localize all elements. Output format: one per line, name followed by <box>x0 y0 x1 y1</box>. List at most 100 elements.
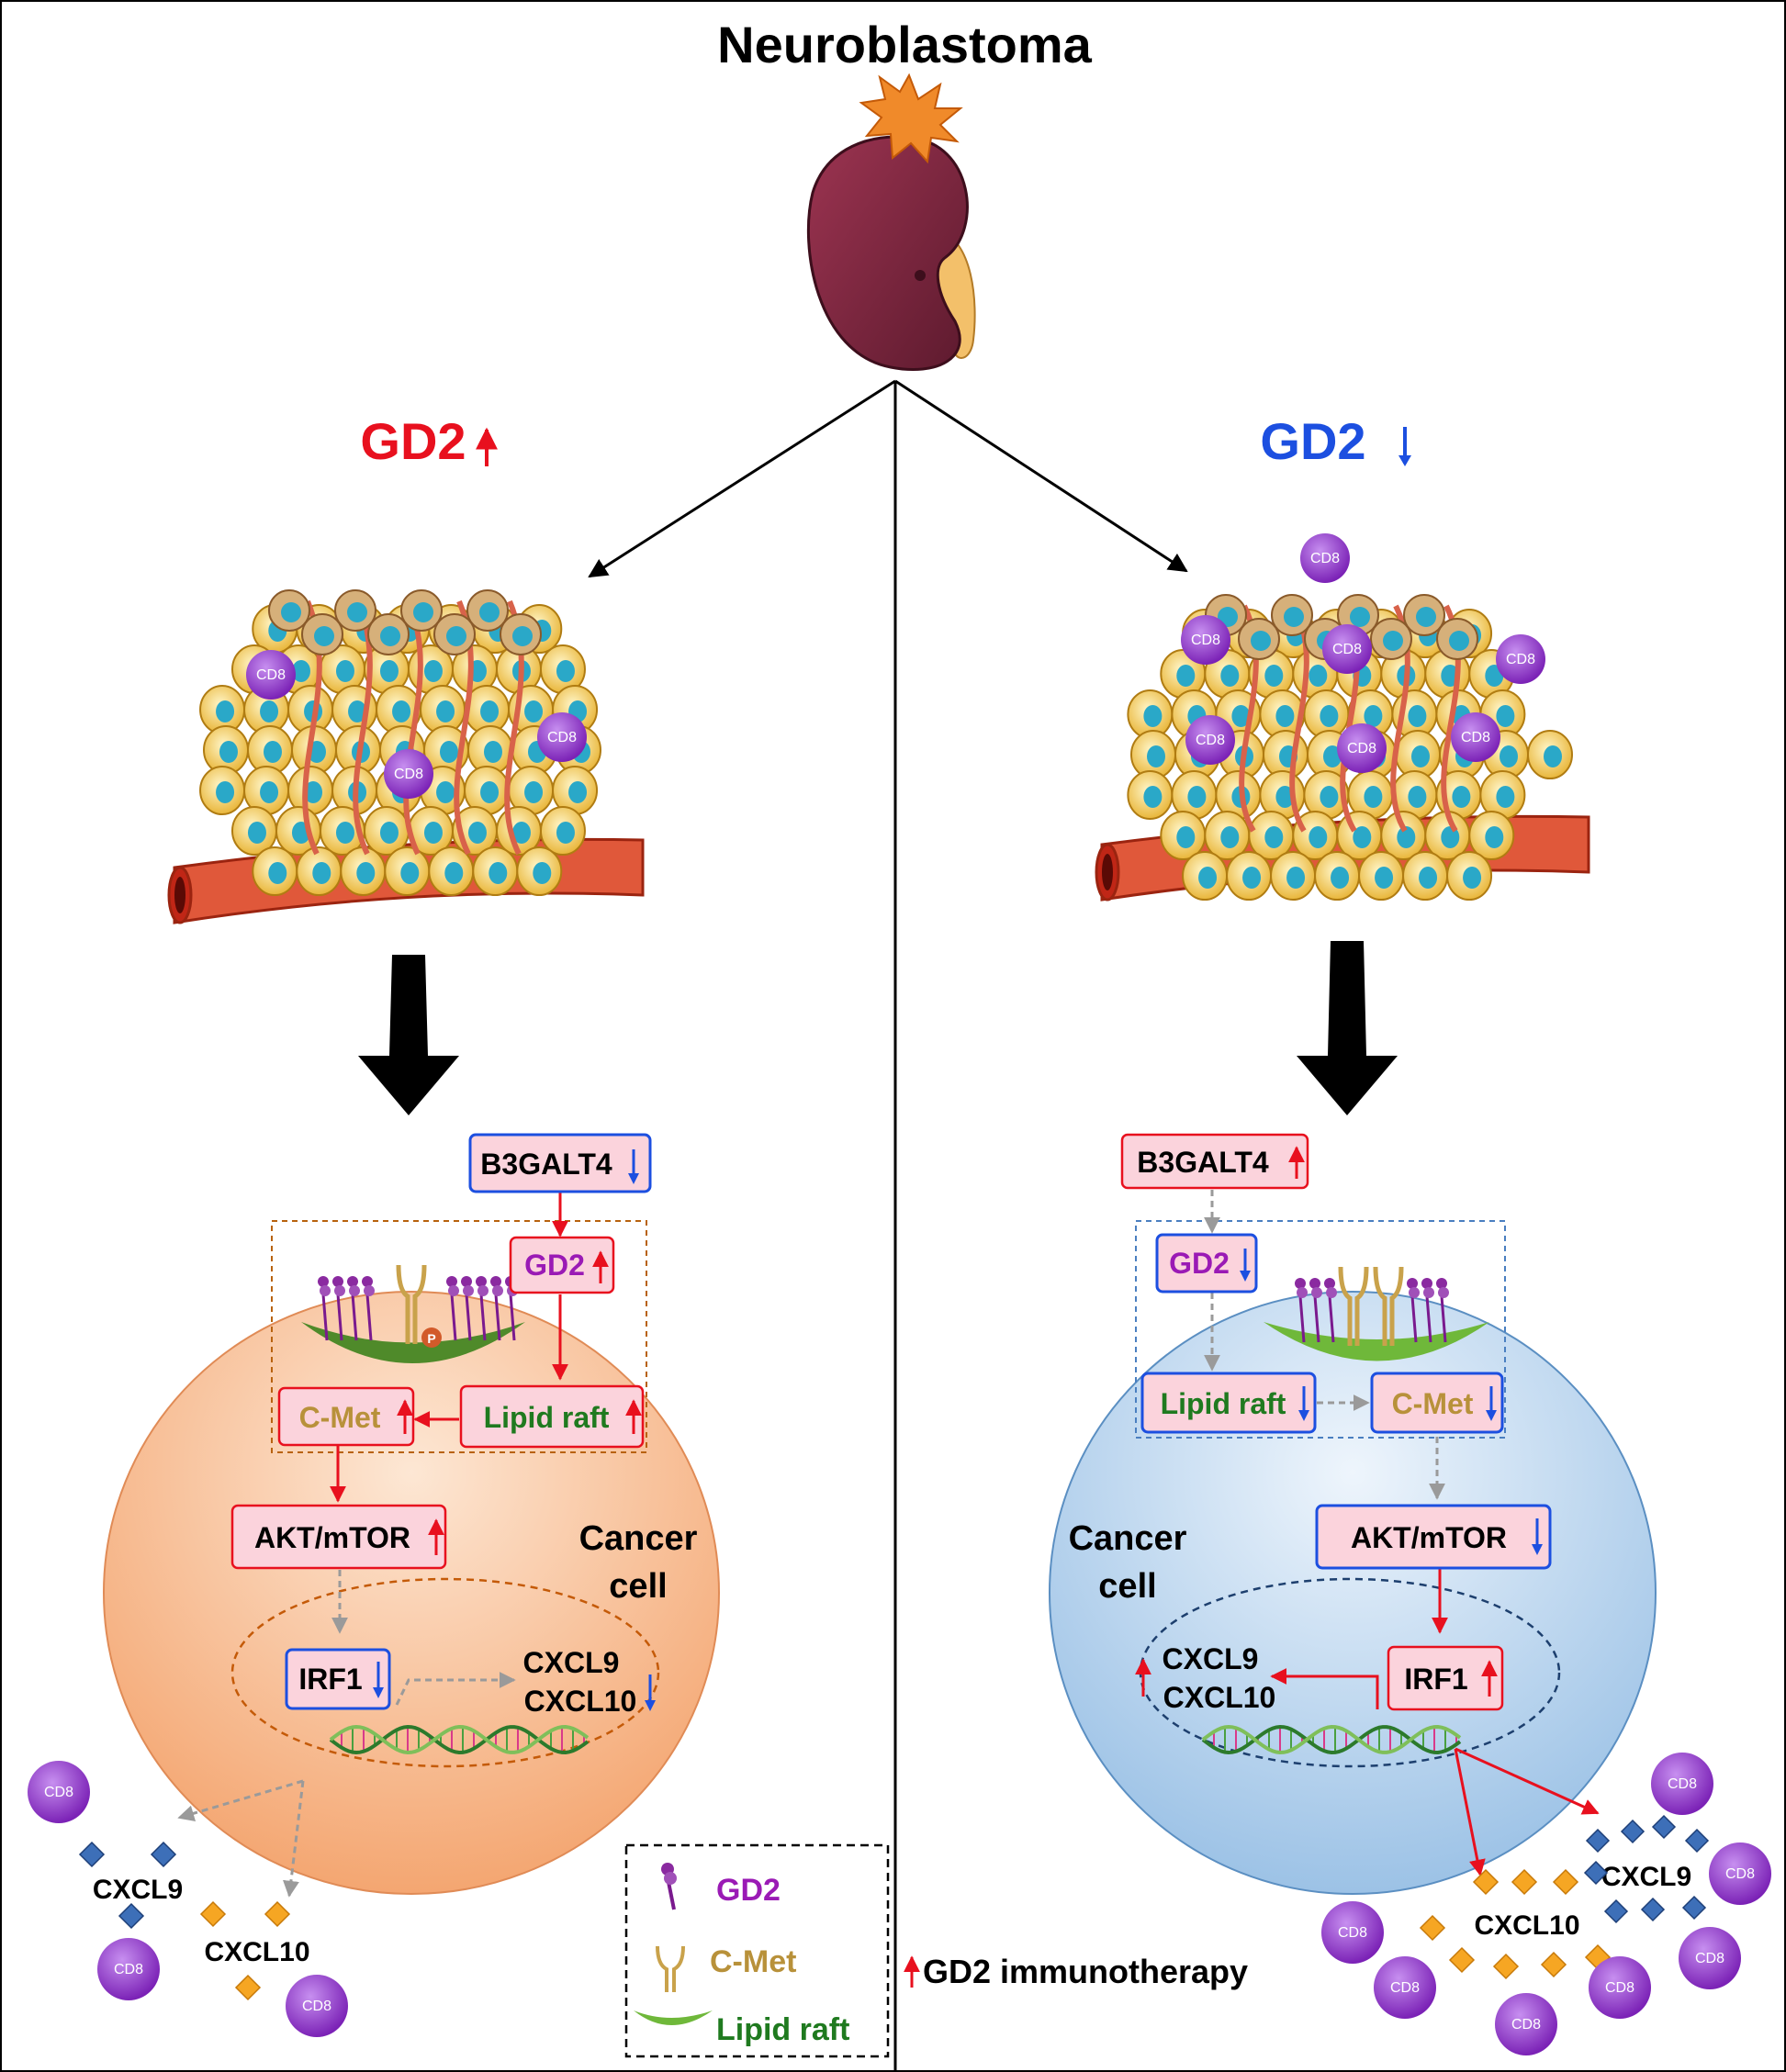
left-nucleus <box>230 1577 660 1768</box>
cd8-label: CD8 <box>1461 730 1490 745</box>
cd8-label: CD8 <box>1725 1866 1755 1882</box>
left-cxcl9-label: CXCL9 <box>523 1646 620 1679</box>
left-akt-label: AKT/mTOR <box>254 1521 410 1554</box>
right-irf1-label: IRF1 <box>1404 1663 1467 1696</box>
cd8-t-cell: CD8 <box>537 712 587 762</box>
cd8-t-cell: CD8 <box>1322 624 1372 674</box>
cxcl9-molecule <box>1681 1895 1707 1921</box>
cd8-label: CD8 <box>1390 1980 1420 1996</box>
cd8-t-cell: CD8 <box>1679 1927 1741 1989</box>
cxcl9-molecule <box>150 1841 177 1868</box>
right-cmet-node <box>1370 1372 1504 1434</box>
left-lipid-raft-node <box>459 1384 645 1449</box>
right-gd2-node <box>1155 1233 1258 1294</box>
left-cell-label-1: Cancer <box>579 1519 698 1558</box>
right-lipid-raft-label: Lipid raft <box>1161 1387 1286 1420</box>
right-cmet-label: C-Met <box>1392 1387 1474 1420</box>
left-cmet-label: C-Met <box>299 1401 381 1434</box>
right-pathway: B3GALT4 GD2 Lipid raft C-Met AKT/mTOR IR… <box>1069 1133 1691 1941</box>
arrow-secrete-cxcl9-right <box>1455 1747 1600 1815</box>
cd8-label: CD8 <box>1347 741 1376 756</box>
right-b3galt4-node <box>1120 1133 1309 1190</box>
right-akt-label: AKT/mTOR <box>1351 1521 1507 1554</box>
left-cell-label-2: cell <box>609 1567 667 1606</box>
cd8-t-cell: CD8 <box>1589 1956 1651 2019</box>
cd8-label: CD8 <box>1511 2017 1541 2033</box>
cxcl10-molecule <box>1511 1868 1538 1896</box>
svg-text:P: P <box>427 1331 435 1346</box>
left-outside-cxcl10: CXCL10 <box>204 1937 309 1967</box>
left-irf1-label: IRF1 <box>298 1663 362 1696</box>
cd8-t-cell: CD8 <box>1321 1901 1384 1964</box>
cd8-label: CD8 <box>256 667 286 683</box>
right-gd2-label: GD2 <box>1169 1247 1230 1280</box>
left-heading: GD2 <box>360 412 498 470</box>
cd8-t-cell: CD8 <box>97 1938 160 2000</box>
legend: GD2 C-Met Lipid raft <box>624 1843 890 2058</box>
cxcl10-molecule <box>1448 1946 1476 1974</box>
right-lipid-raft-shape <box>1264 1322 1489 1361</box>
right-big-arrow <box>1297 941 1398 1115</box>
cxcl10-molecule <box>199 1900 227 1928</box>
cd8-t-cell: CD8 <box>1495 1993 1557 2055</box>
cd8-t-cell: CD8 <box>1337 723 1387 773</box>
arrow-secrete-cxcl10-right <box>1454 1748 1486 1876</box>
cxcl9-molecule <box>78 1841 106 1868</box>
right-outside-cxcl9: CXCL9 <box>1601 1862 1691 1892</box>
cxcl10-molecule <box>1492 1953 1520 1980</box>
cd8-t-cell: CD8 <box>1496 634 1545 684</box>
cxcl9-molecule <box>1603 1898 1629 1924</box>
left-lipid-raft-label: Lipid raft <box>484 1401 610 1434</box>
cd8-label: CD8 <box>302 1999 331 2014</box>
tumor-burst-icon <box>859 73 963 164</box>
cxcl9-molecule <box>1651 1814 1677 1840</box>
left-pathway: B3GALT4 GD2 Lipid raft C-Met AKT/mTOR IR… <box>93 1133 698 1967</box>
left-irf1-node <box>285 1648 391 1710</box>
cd8-label: CD8 <box>1338 1925 1367 1941</box>
phospho-icon <box>421 1327 442 1348</box>
cd8-t-cell: CD8 <box>1185 715 1235 765</box>
legend-cmet-label: C-Met <box>710 1944 796 1979</box>
cd8-label: CD8 <box>1695 1951 1724 1966</box>
cxcl9-molecule <box>1640 1897 1666 1922</box>
cxcl9-molecule <box>1684 1828 1710 1854</box>
cxcl10-molecule <box>1472 1868 1500 1896</box>
cd8-label: CD8 <box>1605 1980 1634 1996</box>
cd8-label: CD8 <box>1196 733 1225 748</box>
legend-lipid-raft-icon <box>634 2010 713 2025</box>
right-membrane-molecules <box>1295 1266 1449 1346</box>
legend-gd2-icon <box>661 1863 677 1910</box>
cd8-label: CD8 <box>1191 633 1220 648</box>
cd8-t-cell: CD8 <box>1374 1956 1436 2019</box>
cd8-t-cell: CD8 <box>1709 1842 1771 1905</box>
left-b3galt4-label: B3GALT4 <box>480 1148 612 1181</box>
cd8-label: CD8 <box>547 730 577 745</box>
arrow-to-right <box>894 379 1188 573</box>
page-title: Neuroblastoma <box>717 16 1092 73</box>
left-membrane-region <box>271 1220 647 1453</box>
right-lipid-raft-node <box>1140 1372 1317 1434</box>
right-dna-icon <box>1201 1724 1462 1755</box>
cd8-t-cell: CD8 <box>384 749 433 799</box>
cxcl9-molecule <box>118 1902 145 1930</box>
right-b3galt4-label: B3GALT4 <box>1137 1146 1269 1179</box>
cxcl9-molecule <box>1583 1860 1609 1886</box>
left-outside-cxcl9: CXCL9 <box>93 1875 183 1905</box>
right-heading: GD2 <box>1260 412 1411 470</box>
arrow-secrete-cxcl10-left <box>282 1780 305 1898</box>
left-dna-icon <box>329 1724 590 1755</box>
right-akt-node <box>1315 1504 1552 1570</box>
left-gd2-node <box>509 1236 615 1294</box>
arrow-irf1-cxcl-right <box>1270 1668 1379 1709</box>
cd8-label: CD8 <box>44 1785 73 1800</box>
immunotherapy-label: GD2 immunotherapy <box>923 1953 1248 1990</box>
cd8-label: CD8 <box>1332 642 1362 657</box>
left-b3galt4-node <box>468 1133 652 1193</box>
right-membrane-region <box>1135 1220 1506 1439</box>
left-akt-node <box>230 1504 447 1570</box>
